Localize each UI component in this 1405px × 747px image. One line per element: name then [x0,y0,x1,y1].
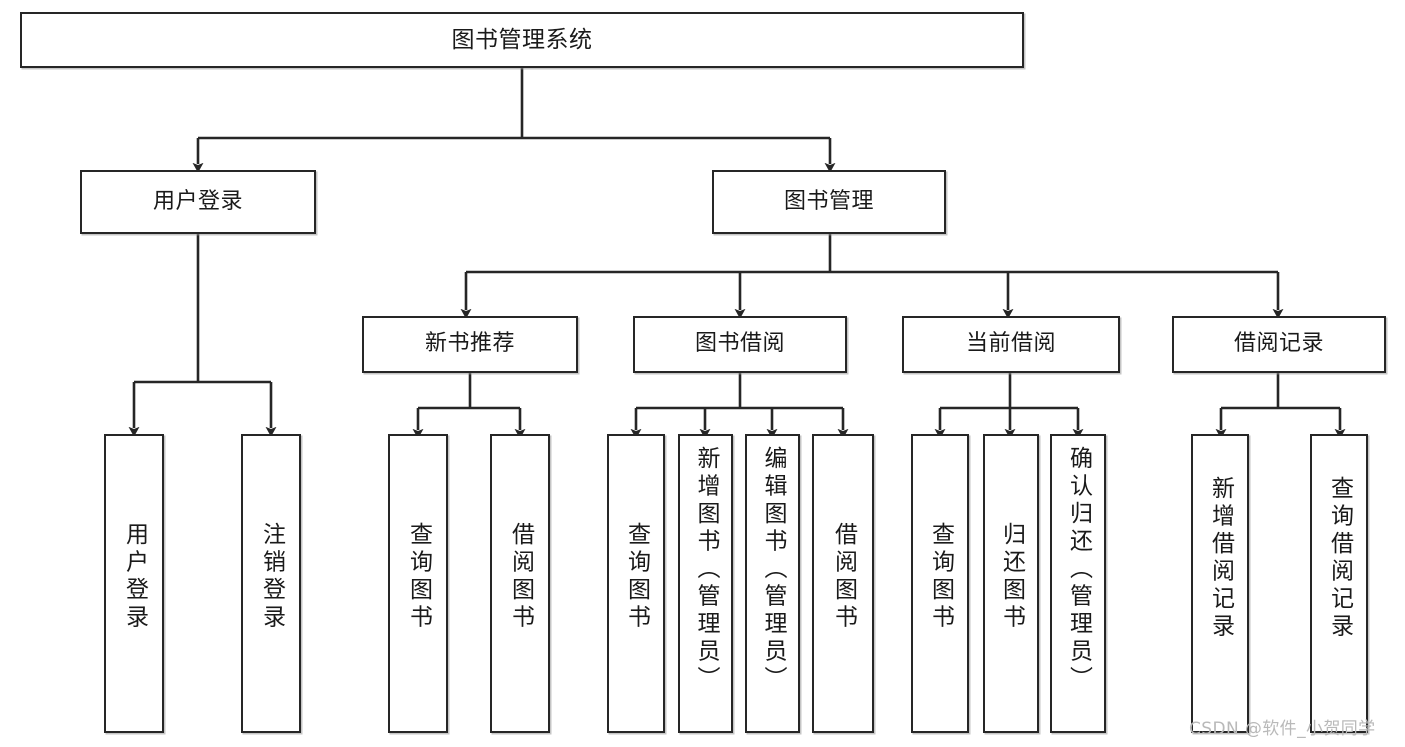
node-label: 确认归还（管理员） [1065,446,1092,694]
csdn-watermark: CSDN @软件_小贺同学 [1189,719,1376,739]
leaf-add-borrow-record[interactable]: 新增借阅记录 [1191,434,1249,733]
node-label: 编辑图书（管理员） [760,446,786,694]
node-label: 新增借阅记录 [1207,476,1234,641]
node-label: 图书管理 [783,188,874,214]
leaf-query-book-borrow[interactable]: 查询图书 [607,434,665,733]
leaf-borrow-book-borrow[interactable]: 借阅图书 [812,434,874,733]
leaf-user-login[interactable]: 用户登录 [104,434,164,733]
node-book-management[interactable]: 图书管理 [712,170,946,234]
node-label: 注销登录 [258,522,285,632]
node-label: 用户登录 [121,522,148,632]
node-label: 当前借阅 [965,331,1056,357]
leaf-user-logout[interactable]: 注销登录 [241,434,301,733]
node-new-book-recommend[interactable]: 新书推荐 [362,316,578,373]
leaf-confirm-return-admin[interactable]: 确认归还（管理员） [1050,434,1106,733]
node-borrow-record[interactable]: 借阅记录 [1172,316,1386,373]
node-label: 图书管理系统 [451,26,593,53]
node-label: 新书推荐 [424,331,515,357]
node-label: 借阅记录 [1233,331,1324,357]
leaf-borrow-book-recommend[interactable]: 借阅图书 [490,434,550,733]
node-label: 查询图书 [927,522,954,632]
node-user-login[interactable]: 用户登录 [80,170,316,234]
node-label: 借阅图书 [830,522,857,632]
leaf-edit-book-admin[interactable]: 编辑图书（管理员） [745,434,800,733]
leaf-add-book-admin[interactable]: 新增图书（管理员） [678,434,733,733]
leaf-query-book-current[interactable]: 查询图书 [911,434,969,733]
node-label: 查询借阅记录 [1326,476,1353,641]
leaf-query-book-recommend[interactable]: 查询图书 [388,434,448,733]
node-label: 图书借阅 [694,331,785,357]
node-label: 用户登录 [152,188,243,214]
leaf-query-borrow-record[interactable]: 查询借阅记录 [1310,434,1368,733]
node-label: 新增图书（管理员） [693,446,719,694]
node-root-book-management-system[interactable]: 图书管理系统 [20,12,1024,68]
node-label: 借阅图书 [507,522,534,632]
node-current-borrow[interactable]: 当前借阅 [902,316,1120,373]
node-book-borrow[interactable]: 图书借阅 [633,316,847,373]
node-label: 归还图书 [998,522,1025,632]
leaf-return-book[interactable]: 归还图书 [983,434,1039,733]
node-label: 查询图书 [623,522,650,632]
node-label: 查询图书 [405,522,432,632]
